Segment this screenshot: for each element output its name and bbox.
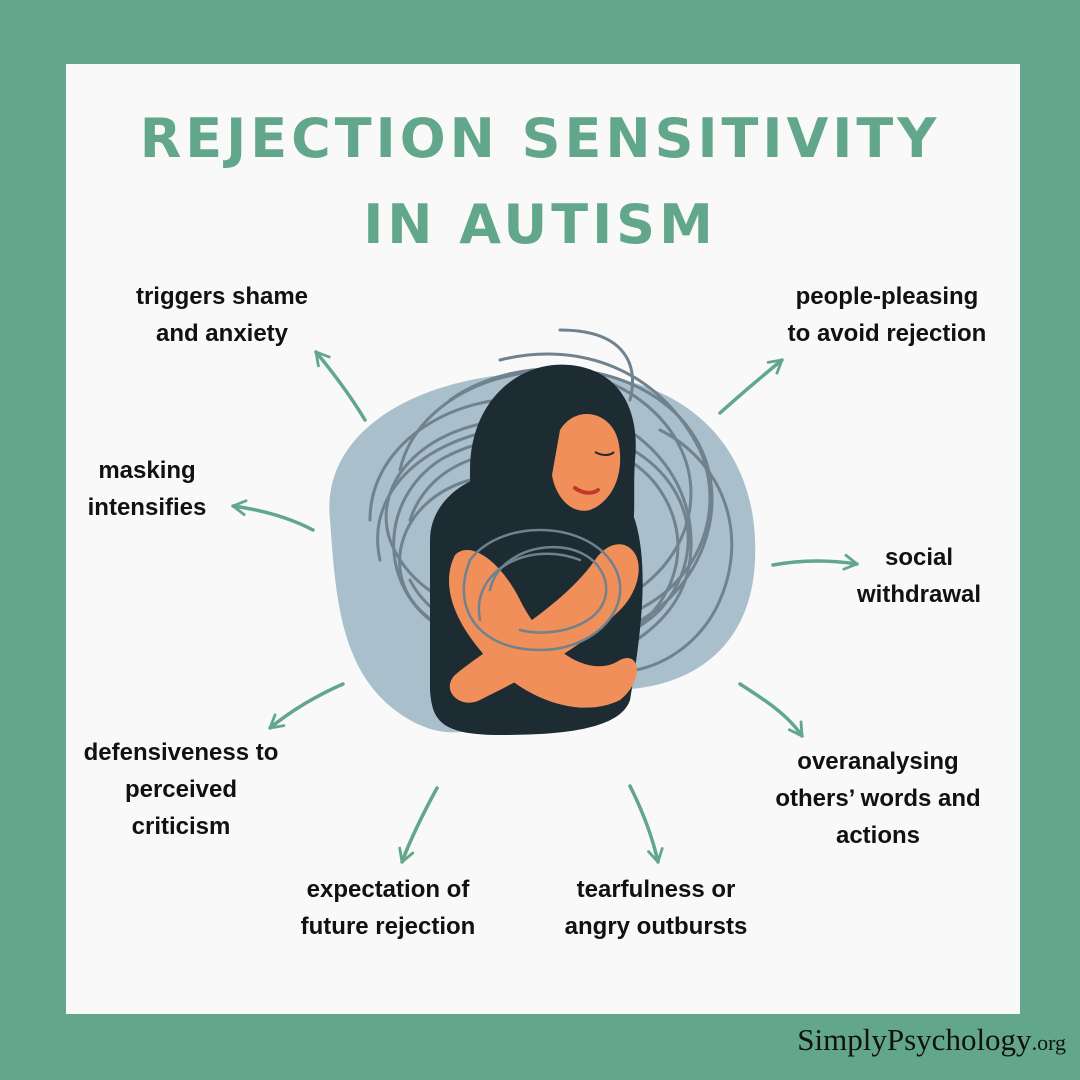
arrow-tearfulness [628,784,664,864]
arrow-shame [314,350,367,422]
arrow-expectation [398,786,439,864]
title-line-1: REJECTION SENSITIVITY [139,107,941,170]
arrow-masking [231,499,315,532]
footer-tld: .org [1031,1030,1066,1055]
arm-left [449,550,637,708]
arrow-overanalysing [738,682,804,738]
arrow-withdrawal [771,553,859,571]
footer-brand: SimplyPsychology [797,1022,1032,1057]
eye [594,451,615,456]
mouth [573,486,600,495]
hair [470,364,636,560]
arrow-people-pleasing [718,358,784,415]
site-footer: SimplyPsychology.org [797,1022,1066,1058]
title-line-2: IN AUTISM [363,193,717,256]
face [552,413,621,511]
arrow-defensiveness [268,682,345,730]
arrows [231,350,859,864]
arm-right [449,544,639,703]
